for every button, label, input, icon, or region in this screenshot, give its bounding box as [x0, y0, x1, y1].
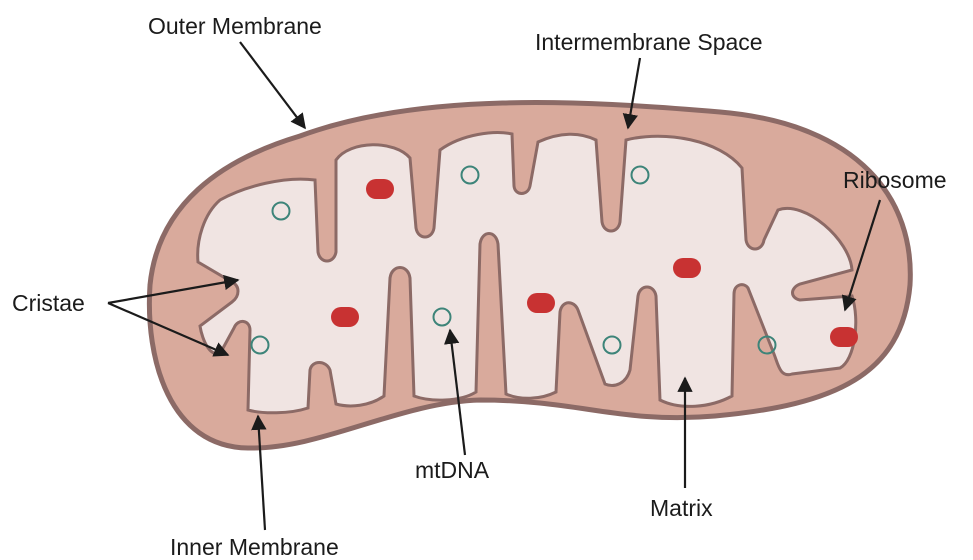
matrix-label: Matrix	[650, 495, 713, 521]
inner-membrane-label: Inner Membrane	[170, 534, 339, 560]
outer-membrane-label: Outer Membrane	[148, 13, 322, 39]
ribosome-5	[830, 327, 858, 347]
intermembrane-space-label: Intermembrane Space	[535, 29, 763, 55]
ribosome-1	[366, 179, 394, 199]
ribosome-4	[673, 258, 701, 278]
ribosome-3	[527, 293, 555, 313]
ribosome-2	[331, 307, 359, 327]
outer-membrane-arrow	[240, 42, 305, 128]
cristae-label: Cristae	[12, 290, 85, 316]
ribosome-label: Ribosome	[843, 167, 947, 193]
mtdna-label: mtDNA	[415, 457, 490, 483]
